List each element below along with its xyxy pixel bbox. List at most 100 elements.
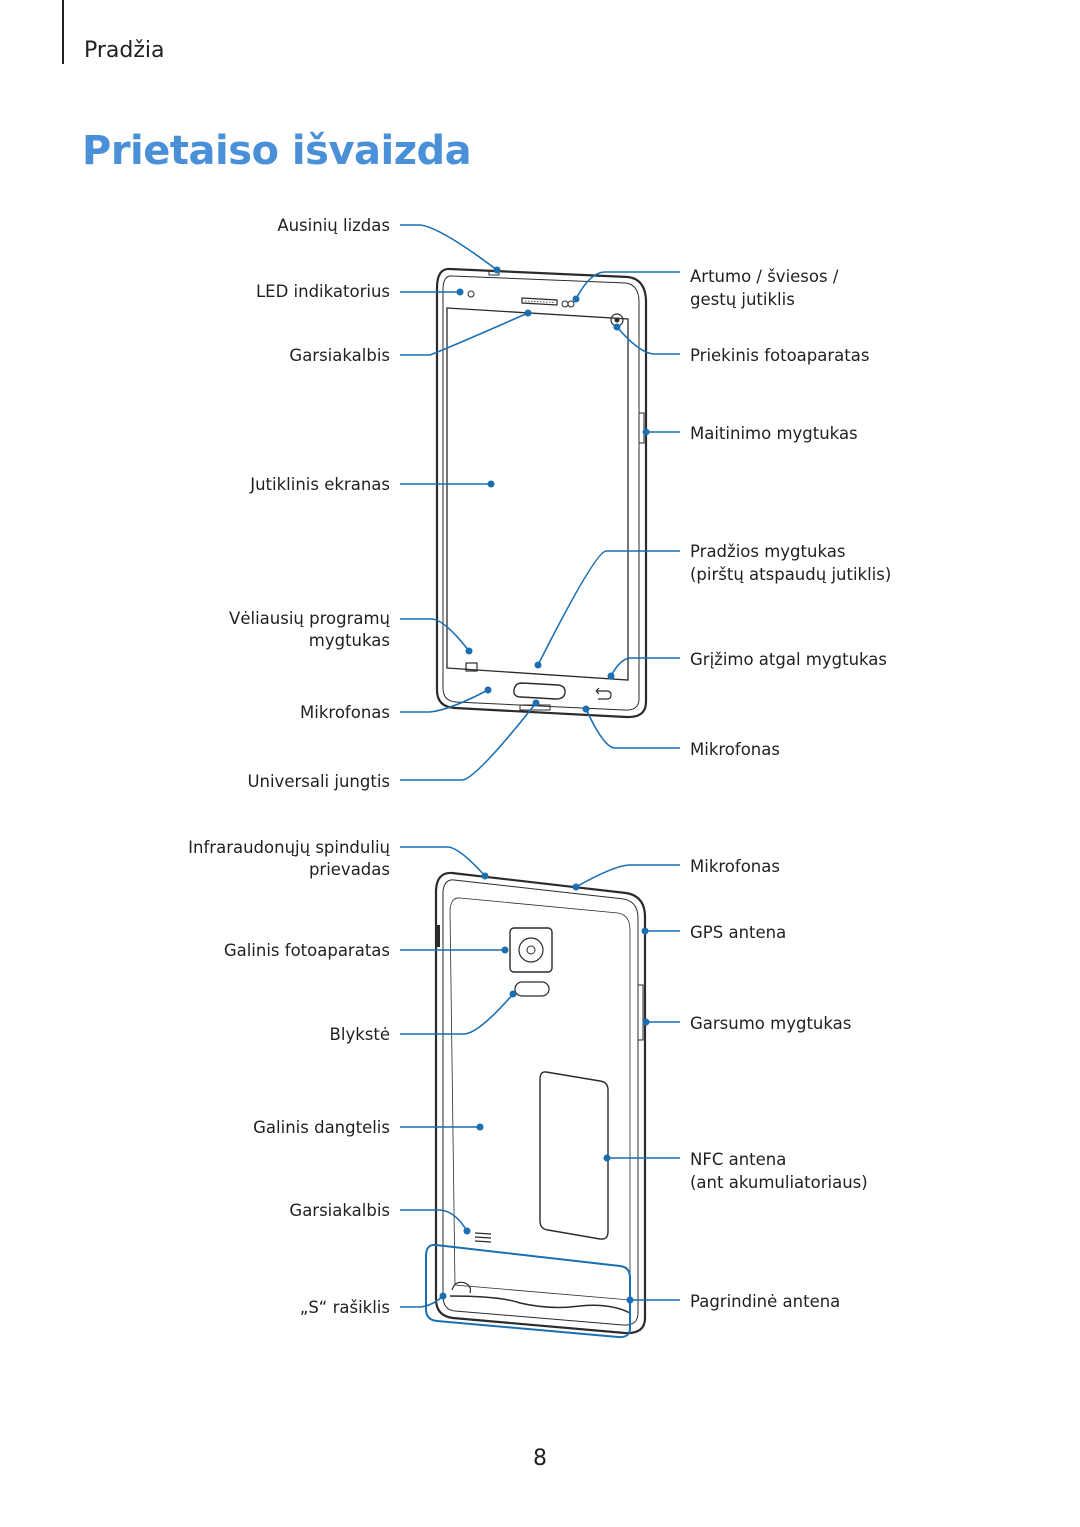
- label-front-camera: Priekinis fotoaparatas: [690, 346, 869, 365]
- dot-rear-mic: [572, 883, 580, 891]
- label-back: Grįžimo atgal mygtukas: [690, 650, 887, 669]
- label-proximity-line2: gestų jutiklis: [690, 290, 795, 309]
- label-headset-jack: Ausinių lizdas: [277, 216, 390, 235]
- label-gps: GPS antena: [690, 923, 786, 942]
- front-labels: Ausinių lizdas LED indikatorius Garsiaka…: [229, 216, 891, 791]
- leader-home: [537, 550, 680, 666]
- dot-rear-camera: [501, 946, 509, 954]
- nfc-antenna-area: [539, 1071, 609, 1240]
- back-phone-illustration: [434, 871, 647, 1335]
- label-back-cover: Galinis dangtelis: [253, 1118, 390, 1137]
- dot-headset-jack: [493, 266, 501, 274]
- leader-rear-mic: [575, 864, 680, 888]
- front-leader-lines: [400, 224, 680, 781]
- back-phone-inner-edge: [442, 879, 639, 1326]
- label-mic-right: Mikrofonas: [690, 740, 780, 759]
- label-nfc-line2: (ant akumuliatoriaus): [690, 1173, 868, 1192]
- front-camera-lens-inner: [614, 317, 620, 323]
- label-home-line1: Pradžios mygtukas: [690, 542, 845, 561]
- label-speaker: Garsiakalbis: [289, 346, 390, 365]
- page-number: 8: [533, 1446, 547, 1471]
- dot-mic-left: [484, 686, 492, 694]
- back-phone-body: [434, 871, 647, 1335]
- dot-front-camera: [613, 323, 621, 331]
- dot-main-antenna: [626, 1296, 634, 1304]
- leader-back: [610, 657, 680, 677]
- proximity-sensor-2: [567, 300, 575, 308]
- label-led: LED indikatorius: [256, 282, 390, 301]
- leader-ir: [400, 846, 486, 877]
- dot-proximity: [572, 295, 580, 303]
- dot-speaker: [524, 309, 532, 317]
- label-rear-speaker: Garsiakalbis: [289, 1201, 390, 1220]
- back-leader-lines: [400, 846, 680, 1308]
- led-indicator: [467, 290, 475, 298]
- rear-bottom-wave: [449, 1295, 631, 1314]
- dot-ir: [481, 872, 489, 880]
- leader-front-camera: [616, 326, 680, 355]
- label-proximity-line1: Artumo / šviesos /: [690, 267, 839, 286]
- label-usb: Universali jungtis: [247, 772, 390, 791]
- front-speaker-grille: [521, 297, 558, 306]
- rear-speaker-grille: [474, 1232, 492, 1243]
- corner-rule: [62, 0, 64, 64]
- rear-camera-lens: [518, 937, 544, 963]
- rear-camera-lens-inner: [526, 945, 536, 955]
- leader-mic-right: [585, 708, 680, 749]
- label-ir-line2: prievadas: [309, 860, 390, 879]
- label-rear-mic: Mikrofonas: [690, 857, 780, 876]
- dot-home: [534, 661, 542, 669]
- leader-recent-apps: [400, 618, 470, 652]
- back-key: [595, 687, 612, 700]
- label-nfc-line1: NFC antena: [690, 1150, 786, 1169]
- dot-touchscreen: [487, 480, 495, 488]
- back-labels: Infraraudonųjų spindulių prievadas Galin…: [188, 838, 868, 1317]
- main-antenna-area: [425, 1243, 631, 1339]
- leader-mic-left: [400, 689, 489, 713]
- dot-back: [607, 672, 615, 680]
- dot-usb: [532, 699, 540, 707]
- dot-mic-right: [582, 705, 590, 713]
- front-screen: [446, 307, 629, 681]
- label-recent-apps-line2: mygtukas: [309, 631, 390, 650]
- dot-nfc: [603, 1154, 611, 1162]
- label-spen: „S“ rašiklis: [300, 1298, 390, 1317]
- leader-proximity: [575, 271, 680, 300]
- dot-power: [642, 428, 650, 436]
- label-home-line2: (pirštų atspaudų jutiklis): [690, 565, 891, 584]
- front-phone-body: [435, 267, 648, 719]
- rear-volume-key: [637, 984, 644, 1041]
- dot-recent-apps: [465, 647, 473, 655]
- label-volume: Garsumo mygtukas: [690, 1014, 851, 1033]
- label-touchscreen: Jutiklinis ekranas: [249, 475, 390, 494]
- speaker-grille-line: [524, 300, 555, 303]
- label-flash: Blykstė: [330, 1025, 390, 1044]
- rear-camera-module: [509, 927, 553, 973]
- dot-back-cover: [476, 1123, 484, 1131]
- label-recent-apps-line1: Vėliausių programų: [229, 609, 390, 628]
- front-phone-inner-edge: [442, 275, 640, 711]
- rear-flash: [514, 981, 550, 997]
- label-main-antenna: Pagrindinė antena: [690, 1292, 840, 1311]
- leader-rear-speaker: [400, 1209, 468, 1232]
- recent-apps-key: [465, 662, 478, 672]
- dot-rear-speaker: [463, 1227, 471, 1235]
- dot-spen: [439, 1292, 447, 1300]
- label-rear-camera: Galinis fotoaparatas: [224, 941, 390, 960]
- leader-headset-jack: [400, 224, 498, 271]
- dot-led: [456, 288, 464, 296]
- label-power: Maitinimo mygtukas: [690, 424, 858, 443]
- dot-volume: [642, 1018, 650, 1026]
- leader-flash: [400, 993, 514, 1035]
- spen-slot: [451, 1281, 472, 1294]
- dot-gps: [641, 927, 649, 935]
- proximity-sensor: [561, 300, 569, 308]
- rear-side-key: [437, 925, 440, 947]
- home-button: [513, 682, 566, 700]
- section-label: Pradžia: [84, 38, 165, 63]
- leader-usb: [400, 702, 537, 781]
- label-ir-line1: Infraraudonųjų spindulių: [188, 838, 390, 857]
- front-power-key: [638, 412, 645, 444]
- front-phone-illustration: [435, 267, 648, 719]
- leader-speaker: [400, 312, 529, 356]
